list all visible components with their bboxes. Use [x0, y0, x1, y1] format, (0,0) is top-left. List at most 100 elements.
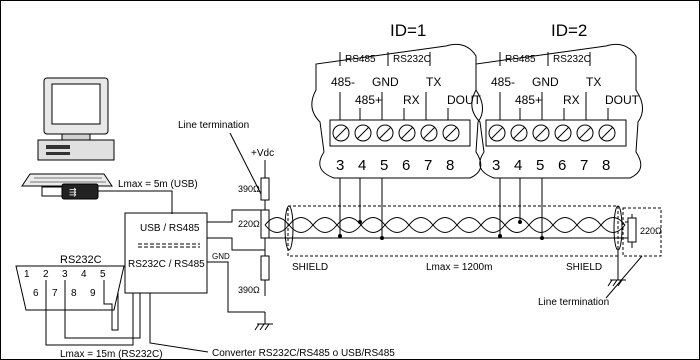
screw-slot — [490, 126, 504, 140]
drive-slot — [46, 152, 70, 155]
device-1-terminal-6: 6 — [402, 157, 410, 174]
device-2-terminal-6: 6 — [558, 157, 566, 174]
lmax-usb-label: Lmax = 5m (USB) — [118, 179, 198, 190]
junction-dot — [380, 236, 384, 240]
db9-pin-3: 3 — [62, 269, 68, 280]
screw — [442, 124, 460, 142]
usb-cable — [98, 190, 173, 214]
shield-right-label: SHIELD — [566, 262, 602, 273]
junction-dot — [540, 236, 544, 240]
vdc-label: +Vdc — [251, 148, 274, 159]
device-1-terminal-block — [329, 119, 471, 147]
screw-slot — [578, 126, 592, 140]
shield-left-label: SHIELD — [292, 262, 328, 273]
line-termination-bottom-label: Line termination — [538, 297, 609, 308]
db9-pin-1: 1 — [24, 269, 30, 280]
screw — [554, 124, 572, 142]
screw-slot — [334, 126, 348, 140]
bus-wire-a — [207, 209, 265, 223]
device-2-id: ID=2 — [551, 21, 587, 40]
device-1-pin-tx: TX — [426, 75, 441, 89]
screw — [488, 124, 506, 142]
device-2-terminal-block — [485, 119, 627, 147]
monitor-screen — [51, 83, 101, 125]
r-bottom-label: 390Ω — [238, 285, 260, 295]
usb-plug-icon: ⇶ — [41, 183, 99, 200]
termination-leader — [229, 132, 263, 197]
junction-dot — [518, 220, 522, 224]
device-1-pin-gnd: GND — [372, 75, 399, 89]
device-1-pin-485minus: 485- — [331, 75, 355, 89]
db9-pin-4: 4 — [81, 269, 87, 280]
screw-slot — [356, 126, 370, 140]
termination-bottom-leader — [605, 255, 643, 299]
line-termination-top-label: Line termination — [178, 120, 249, 131]
device-2-terminal-5: 5 — [536, 157, 544, 174]
device-2-pin-485plus: 485+ — [515, 93, 542, 107]
device-1-pin-485plus: 485+ — [355, 93, 382, 107]
ground-hatch — [612, 279, 618, 287]
db9-pin-2: 2 — [43, 269, 49, 280]
rs232-wire-5 — [103, 280, 119, 331]
device-2-outline — [471, 43, 643, 179]
converter-box — [124, 212, 208, 294]
device-1-terminal-3: 3 — [336, 157, 344, 174]
device-1-terminal-4: 4 — [358, 157, 366, 174]
converter-leader — [149, 293, 209, 353]
device-1-terminal-8: 8 — [446, 157, 454, 174]
screw — [398, 124, 416, 142]
rs232c-label: RS232C — [60, 254, 102, 266]
ground-hatch — [617, 279, 623, 287]
drive-slot — [46, 145, 70, 149]
screw — [420, 124, 438, 142]
device-2-terminal-3: 3 — [492, 157, 500, 174]
screw — [532, 124, 550, 142]
ground-hatch — [259, 323, 265, 331]
device-2-screws — [488, 124, 616, 142]
db9-pin-6: 6 — [33, 288, 39, 299]
usb-connector — [41, 186, 63, 197]
screw-slot — [600, 126, 614, 140]
screw-slot — [378, 126, 392, 140]
keyboard — [21, 173, 113, 187]
device-1: ID=1 RS485 RS232C 485- 485+ GND RX TX DO… — [311, 21, 483, 179]
twisted-wire-b — [264, 217, 626, 233]
screw — [598, 124, 616, 142]
rs232-rs485-label: RS232C / RS485 — [128, 259, 205, 270]
lmax-bus-label: Lmax = 1200m — [426, 262, 492, 273]
resistor-220-end — [627, 217, 637, 243]
rs232-wire-3 — [64, 280, 141, 339]
ground-icon-right — [607, 250, 626, 287]
device-1-pin-rx: RX — [403, 93, 420, 107]
device-2-group-rs232c: RS232C — [553, 54, 591, 65]
twisted-wire-a — [264, 217, 626, 233]
junction-dot — [358, 220, 362, 224]
twisted-pair-cable — [264, 217, 626, 233]
device-1-terminal-7: 7 — [424, 157, 432, 174]
db9-pin-9: 9 — [90, 288, 96, 299]
device-1-terminal-5: 5 — [380, 157, 388, 174]
device-2-terminal-8: 8 — [602, 157, 610, 174]
gnd-wire — [207, 261, 265, 313]
screw-slot — [512, 126, 526, 140]
ground-hatch — [264, 323, 270, 331]
screw — [376, 124, 394, 142]
monitor-stand — [61, 133, 91, 141]
r-mid-label: 220Ω — [238, 219, 260, 229]
resistor-220-line — [260, 209, 270, 239]
screw-slot — [556, 126, 570, 140]
db9-pin-8: 8 — [71, 288, 77, 299]
device-1-pin-dout: DOUT — [447, 93, 482, 107]
device-2-pin-dout: DOUT — [605, 93, 640, 107]
screw — [510, 124, 528, 142]
shield-end-left — [284, 205, 294, 251]
device-2-pin-485minus: 485- — [491, 75, 515, 89]
device-2-pin-gnd: GND — [532, 75, 559, 89]
screw — [332, 124, 350, 142]
device-1-group-rs232c: RS232C — [393, 54, 431, 65]
device-2-pin-rx: RX — [563, 93, 580, 107]
r-top-label: 390Ω — [238, 184, 260, 194]
db9-connector — [15, 265, 125, 311]
lmax-rs232-label: Lmax = 15m (RS232C) — [60, 349, 163, 360]
